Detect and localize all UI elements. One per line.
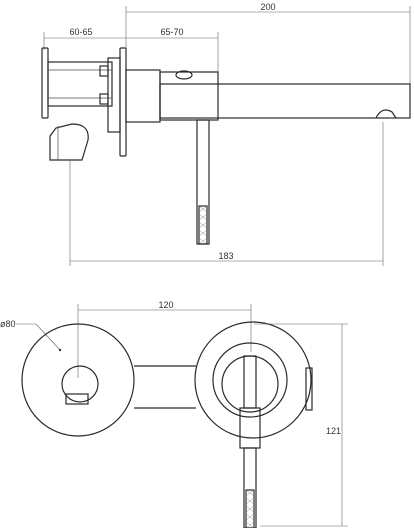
dim-plate-to-spout: 65-70 bbox=[126, 27, 219, 72]
front-knurled-grip bbox=[245, 489, 255, 528]
dim-plate-diameter: ø80 bbox=[0, 319, 62, 352]
spout bbox=[125, 69, 411, 123]
dim-plate-diameter-label: ø80 bbox=[0, 319, 16, 329]
dim-plate-to-spout-label: 65-70 bbox=[160, 27, 183, 37]
dim-height-label: 121 bbox=[326, 426, 341, 436]
dim-total-width: 200 bbox=[125, 2, 411, 86]
dim-body-depth-label: 60-65 bbox=[69, 27, 92, 37]
dim-center-distance-label: 120 bbox=[158, 300, 173, 310]
connecting-body bbox=[134, 365, 196, 409]
dim-body-depth: 60-65 bbox=[43, 27, 126, 50]
knurled-grip bbox=[198, 205, 208, 245]
concealed-body bbox=[41, 47, 121, 161]
dim-spout-length-label: 183 bbox=[218, 251, 233, 261]
front-view: 120 ø80 bbox=[0, 300, 348, 528]
side-view: 200 60-65 65-70 bbox=[41, 2, 411, 266]
dim-height: 121 bbox=[254, 323, 348, 527]
front-left-plate bbox=[21, 323, 135, 437]
dim-total-width-label: 200 bbox=[260, 2, 275, 12]
front-lever-handle bbox=[239, 355, 261, 528]
dim-spout-length: 183 bbox=[69, 122, 384, 266]
lever-handle bbox=[196, 119, 210, 245]
front-right-plate bbox=[194, 321, 313, 439]
wall-plate bbox=[119, 47, 127, 157]
